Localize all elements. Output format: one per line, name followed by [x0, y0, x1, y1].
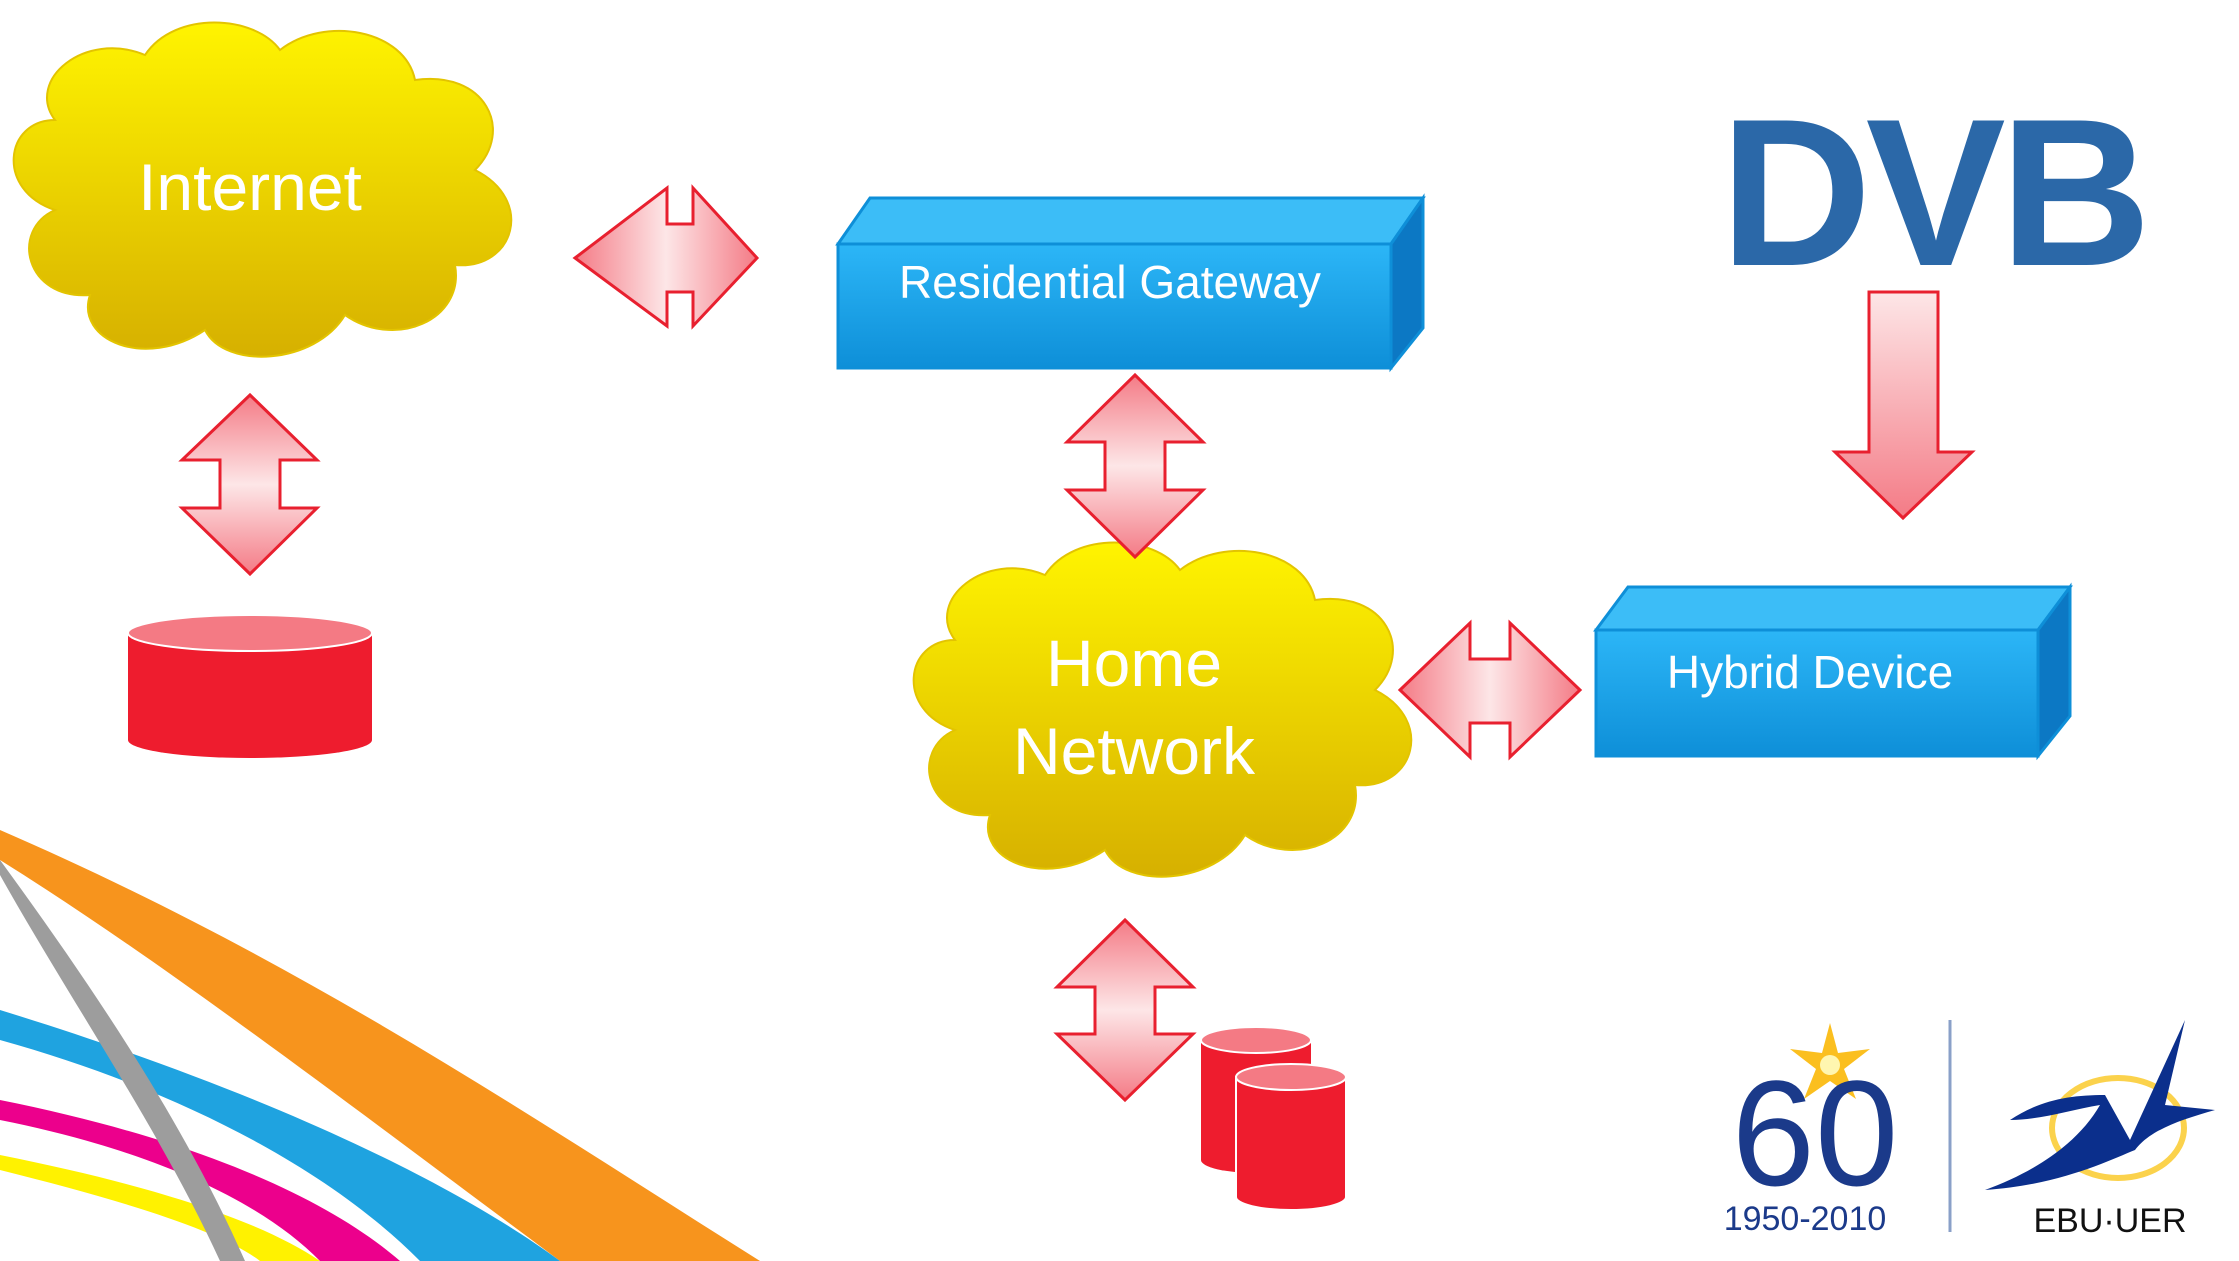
home-storage-cylinders — [1200, 1026, 1347, 1211]
residential-gateway-label: Residential Gateway — [899, 256, 1321, 308]
residential-gateway-box: Residential Gateway — [835, 193, 1426, 373]
anniversary-years: 1950-2010 — [1724, 1200, 1887, 1238]
home-network-cloud: Home Network — [912, 541, 1413, 878]
ebu-ring-icon — [2049, 1075, 2187, 1181]
arrow-homenetwork-hybrid — [1397, 619, 1583, 761]
decorative-swooshes — [0, 830, 760, 1261]
ebu-bird-icon — [1985, 1020, 2215, 1190]
arrow-internet-gateway — [572, 184, 760, 330]
arrow-internet-storage — [178, 392, 321, 577]
internet-label: Internet — [138, 150, 362, 224]
home-network-label-line1: Home — [1046, 626, 1222, 700]
internet-storage-cylinder — [127, 614, 373, 758]
internet-cloud: Internet — [12, 21, 513, 358]
arrow-dvb-hybrid — [1831, 290, 1976, 521]
home-network-label-line2: Network — [1013, 714, 1256, 788]
arrow-homenetwork-storage — [1053, 917, 1197, 1103]
ebu-logo: EBU·UER — [1985, 1020, 2215, 1240]
hybrid-device-box: Hybrid Device — [1593, 582, 2073, 761]
anniversary-logo: 60 1950-2010 — [1724, 1020, 1952, 1238]
star-icon — [1790, 1023, 1870, 1099]
hybrid-device-label: Hybrid Device — [1667, 646, 1953, 698]
ebu-logo-text: EBU·UER — [2033, 1202, 2186, 1240]
dvb-logo-text: DVB — [1720, 75, 2145, 310]
anniversary-number: 60 — [1732, 1049, 1899, 1217]
arrow-gateway-homenetwork — [1063, 372, 1207, 560]
dvb-logo: DVB — [1720, 75, 2151, 310]
